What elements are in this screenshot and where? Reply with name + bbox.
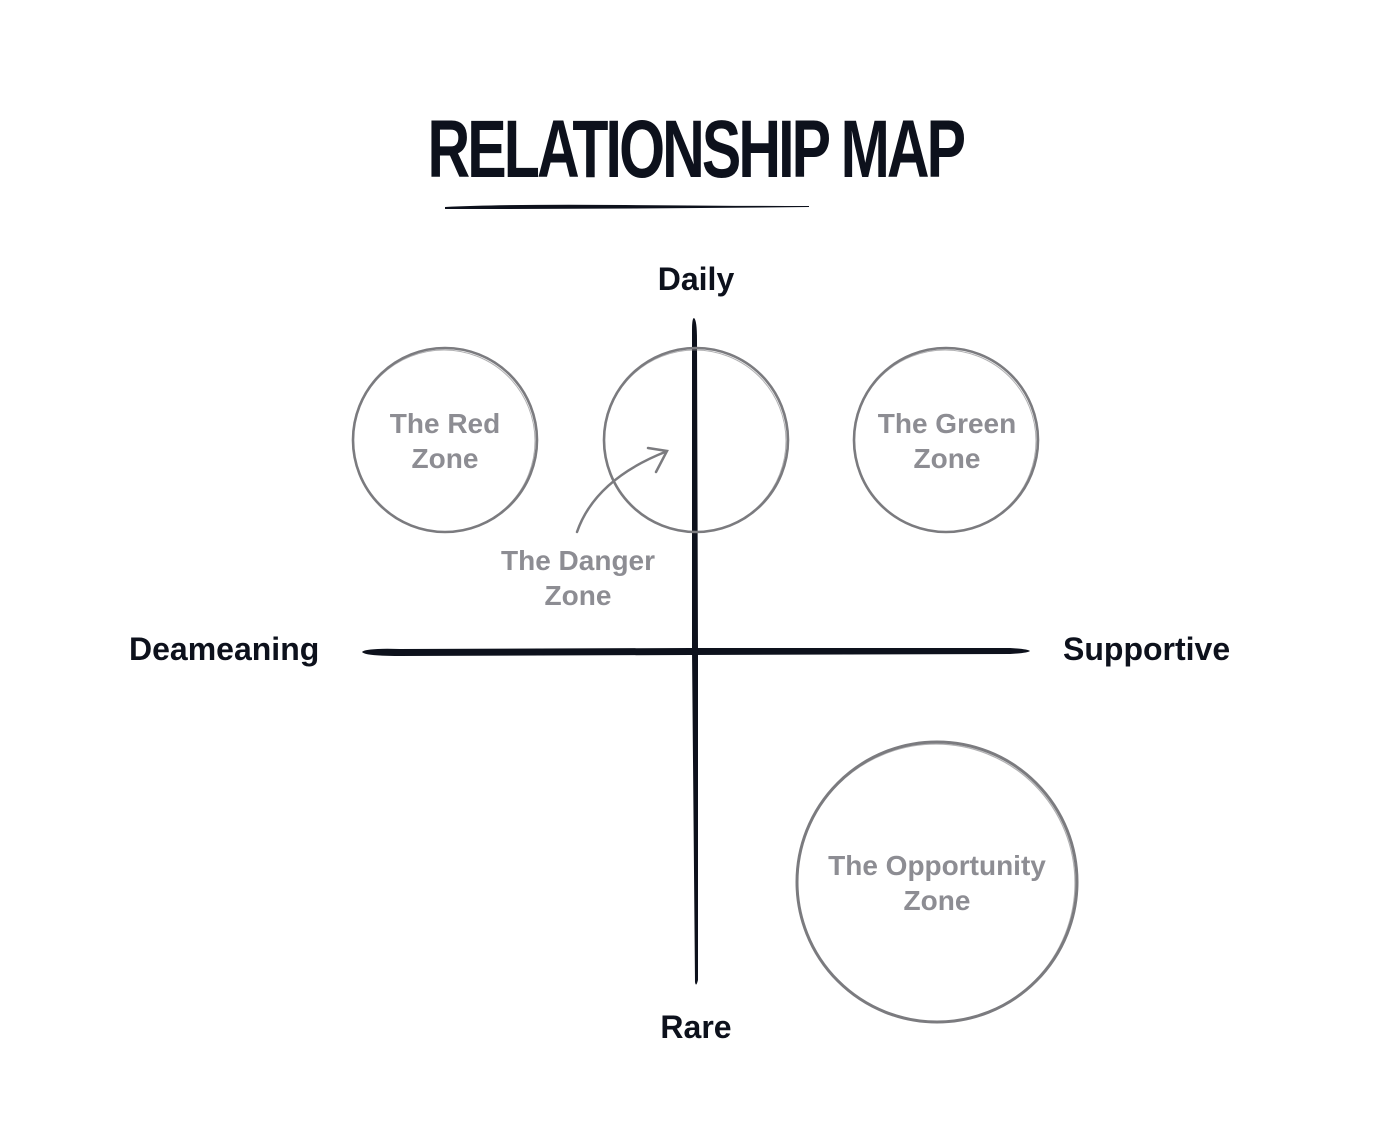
danger-zone-label: The Danger Zone bbox=[468, 543, 688, 613]
danger-zone-circle bbox=[602, 346, 790, 534]
red-zone-circle bbox=[351, 346, 539, 534]
opportunity-zone-label-line2: Zone bbox=[903, 885, 971, 916]
green-zone-label-line1: The Green bbox=[877, 408, 1017, 439]
opportunity-zone-label-line1: The Opportunity bbox=[828, 850, 1046, 881]
horizontal-axis bbox=[362, 648, 1030, 656]
danger-zone-label-line2: Zone bbox=[544, 580, 612, 611]
axis-label-supportive: Supportive bbox=[1063, 631, 1231, 667]
opportunity-zone-label: The Opportunity Zone bbox=[807, 848, 1067, 918]
red-zone-label-line1: The Red bbox=[389, 408, 501, 439]
axis-label-demeaning: Deameaning bbox=[129, 631, 320, 667]
axis-label-daily: Daily bbox=[657, 261, 735, 297]
green-zone-label: The Green Zone bbox=[847, 406, 1047, 476]
green-zone-label-line2: Zone bbox=[913, 443, 981, 474]
red-zone-label: The Red Zone bbox=[345, 406, 545, 476]
page-title: RELATIONSHIP MAP bbox=[427, 104, 967, 195]
red-zone-label-line2: Zone bbox=[411, 443, 479, 474]
green-zone-circle bbox=[852, 346, 1040, 534]
danger-arrow bbox=[575, 446, 669, 534]
opportunity-zone-circle bbox=[795, 740, 1079, 1024]
axis-label-rare: Rare bbox=[660, 1009, 732, 1045]
danger-zone-label-line1: The Danger bbox=[500, 545, 656, 576]
title-underline bbox=[445, 204, 809, 209]
